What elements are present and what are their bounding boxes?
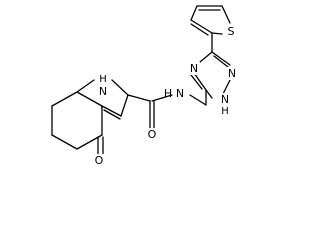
- triazole-nitrogen-top-label: N: [190, 62, 198, 75]
- amide-oxygen-label: O: [148, 128, 157, 141]
- triazole-ring-bonds: [190, 51, 232, 99]
- amide-nitrogen-label: N: [176, 87, 184, 100]
- thiophene-sulfur-label: S: [228, 25, 235, 38]
- molecule-diagram: O N H O N H N N N H S: [51, 5, 238, 167]
- atom-labels: O N H O N H N N N H S: [93, 25, 238, 167]
- amide-bonds: [127, 89, 207, 133]
- ketone-oxygen-label: O: [95, 154, 104, 167]
- cyclohexanone-ring-bonds: [51, 91, 104, 159]
- triazole-hydrogen-label: H: [221, 106, 229, 117]
- indole-hydrogen-label: H: [99, 74, 107, 85]
- triazole-nitrogen-right1-label: N: [228, 67, 236, 80]
- triazole-nitrogen-right2-label: N: [221, 93, 229, 106]
- pyrrole-ring-bonds: [76, 79, 129, 120]
- indole-nitrogen-label: N: [99, 85, 107, 98]
- amide-hydrogen-label: H: [164, 87, 172, 100]
- thiophene-ring-bonds: [190, 5, 231, 53]
